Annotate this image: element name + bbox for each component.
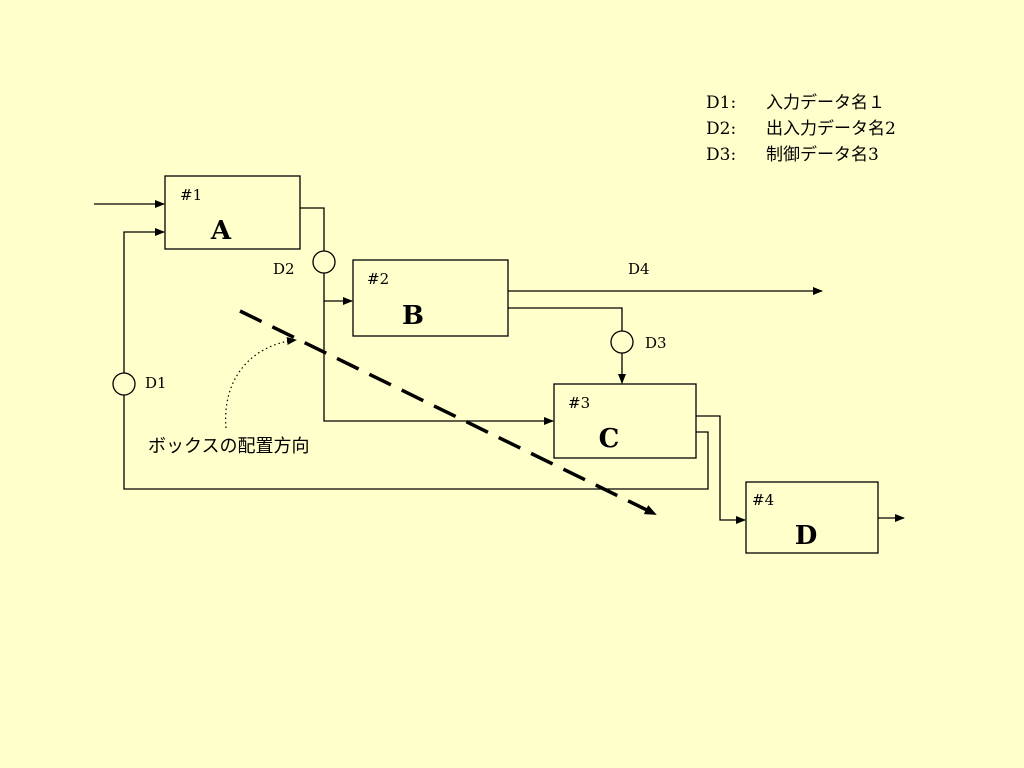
legend-key-d3: D3:	[706, 145, 736, 165]
box-c-id: #3	[568, 394, 590, 412]
legend-text-d1: 入力データ名１	[766, 92, 885, 113]
flow-d1-marker	[112, 372, 136, 396]
box-a-id: #1	[180, 186, 202, 204]
legend-key-d2: D2:	[706, 119, 736, 139]
box-c-label: C	[599, 424, 620, 454]
flow-d3-line	[508, 307, 626, 384]
flow-d2-label: D2	[273, 260, 295, 278]
box-d: #4 D	[745, 481, 879, 554]
box-a: #1 A	[164, 175, 301, 250]
flow-labels: D1 D2 D3 D4	[145, 260, 667, 392]
box-b-id: #2	[367, 270, 389, 288]
flow-d1-label: D1	[145, 374, 167, 392]
flow-d3-label: D3	[645, 334, 667, 352]
box-b-label: B	[402, 301, 424, 331]
flow-c-to-d-line	[696, 415, 746, 524]
legend-text-d3: 制御データ名3	[766, 144, 879, 165]
box-b: #2 B	[352, 259, 509, 337]
flow-d2-marker	[312, 250, 336, 274]
legend-key-d1: D1:	[706, 93, 736, 113]
box-c: #3 C	[553, 383, 697, 459]
flow-d3-marker	[610, 330, 634, 354]
flow-d4-label: D4	[628, 260, 650, 278]
flow-d1-line	[123, 228, 709, 490]
box-a-label: A	[210, 216, 232, 246]
legend-text-d2: 出入力データ名2	[766, 118, 896, 139]
placement-direction-arrow	[239, 309, 657, 516]
flow-a-to-c-line	[323, 301, 554, 425]
legend: D1: 入力データ名１ D2: 出入力データ名2 D3: 制御データ名3	[706, 92, 896, 165]
placement-direction-note: ボックスの配置方向	[148, 436, 309, 457]
box-d-label: D	[795, 521, 818, 551]
note-leader-line	[225, 337, 297, 429]
box-d-id: #4	[752, 491, 774, 509]
